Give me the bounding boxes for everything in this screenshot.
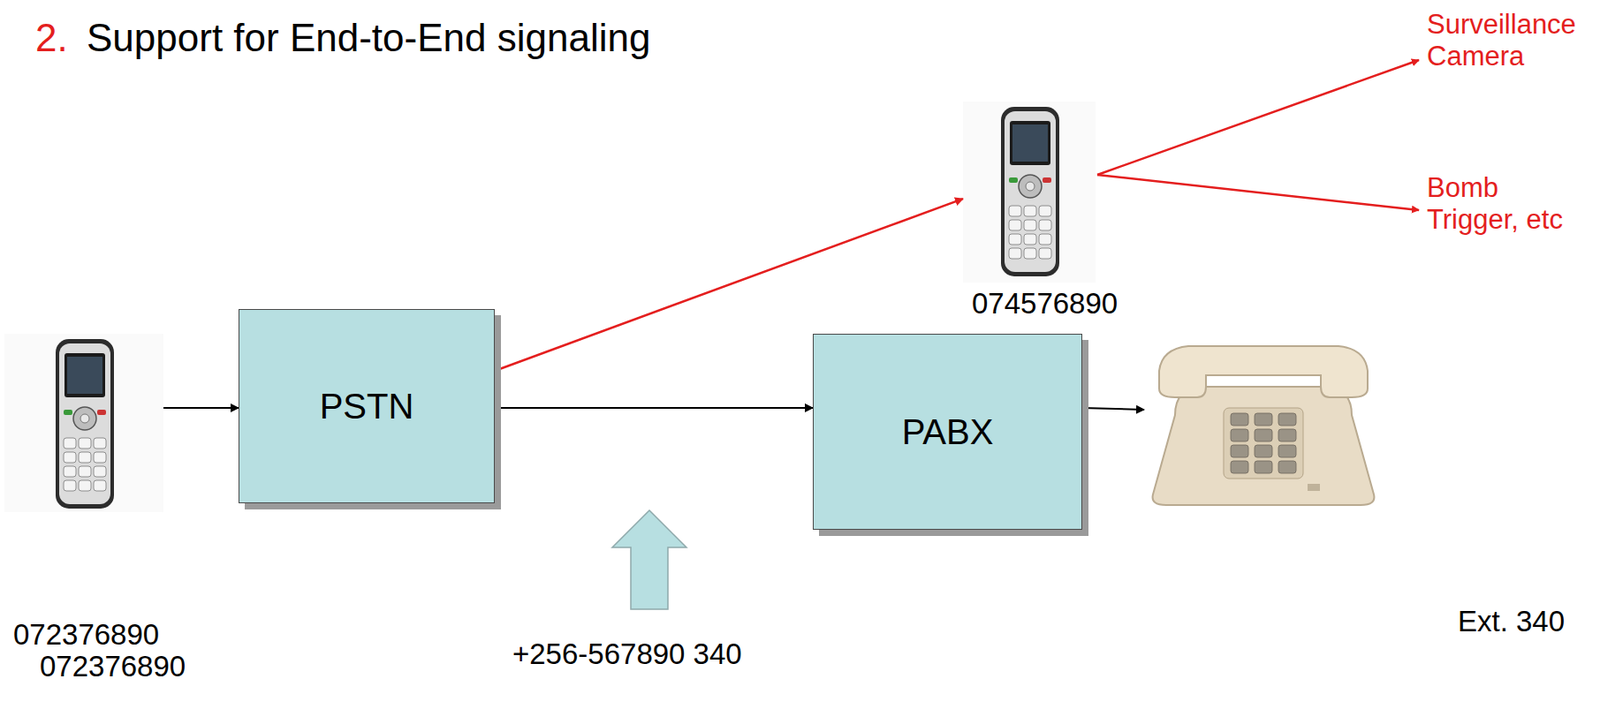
callout-text: Surveillance Camera (1426, 8, 1595, 72)
signal-arrow (163, 407, 239, 410)
phone-number: 072376890 (13, 618, 160, 653)
photo-ground (4, 333, 164, 513)
mobile-phone: 074576890 (963, 101, 1096, 283)
desk-phone-picture (1152, 346, 1375, 506)
signal-arrow (494, 407, 813, 410)
network-box: PABX (812, 333, 1083, 531)
leader-arrow (1097, 60, 1419, 175)
signal-arrow (1082, 408, 1145, 410)
list-number: 2. (35, 15, 69, 61)
mobile-phone-picture (55, 339, 114, 509)
box-label: PABX (902, 412, 994, 453)
heading-text: Support for End-to-End signaling (86, 15, 651, 61)
callout-text: Bomb Trigger, etc (1426, 172, 1595, 236)
mobile-phone-picture (1000, 106, 1060, 277)
phone-number: 072376890 (39, 650, 186, 684)
block-arrow (612, 510, 687, 610)
desk-phone: Ext. 340 (1144, 340, 1383, 509)
phone-number: 074576890 (971, 287, 1118, 321)
leader-arrow (1097, 174, 1419, 211)
dialled-number: +256-567890 340 (512, 637, 743, 672)
network-box: PSTN (238, 309, 495, 504)
mobile-phone: 072376890072376890 (4, 333, 164, 513)
photo-ground (963, 101, 1096, 283)
phone-number: Ext. 340 (1457, 605, 1565, 639)
box-label: PSTN (319, 386, 415, 427)
